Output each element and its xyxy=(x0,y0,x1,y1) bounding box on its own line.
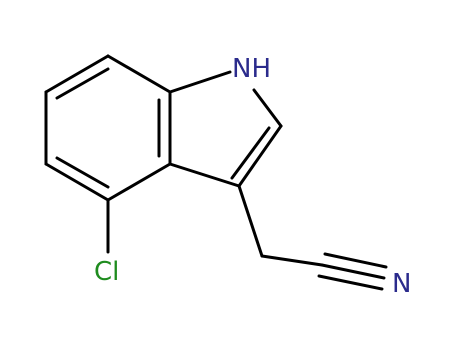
bond-c7a-n1 xyxy=(168,70,232,94)
bond-c3-ch2 xyxy=(237,184,264,258)
bond-n1-c2 xyxy=(252,88,283,128)
triple-bond-line-3 xyxy=(317,274,384,291)
triple-bond-line-2 xyxy=(323,252,388,269)
double-bond-c2-c3-inner xyxy=(230,126,271,180)
atom-label-n: N xyxy=(392,269,411,299)
bond-c4-c3a xyxy=(106,162,172,202)
bond-ch2-cn xyxy=(260,254,324,267)
pyrrole-ring xyxy=(168,70,283,188)
double-bond-c7-c6-inner xyxy=(55,67,110,100)
bond-c5-c4 xyxy=(44,162,110,202)
bond-c3-c3a xyxy=(168,162,241,188)
triple-bond-line-1 xyxy=(320,263,386,280)
bond-c7a-c7 xyxy=(106,54,172,94)
double-bond-c5-c4-inner xyxy=(55,156,110,189)
benzene-ring xyxy=(44,54,172,202)
bond-c2-c3 xyxy=(237,124,283,188)
atom-label-nh: NH xyxy=(232,54,271,84)
triple-bond-cn xyxy=(317,252,388,291)
atom-label-cl: Cl xyxy=(94,257,119,287)
bond-c7-c6 xyxy=(44,54,110,94)
